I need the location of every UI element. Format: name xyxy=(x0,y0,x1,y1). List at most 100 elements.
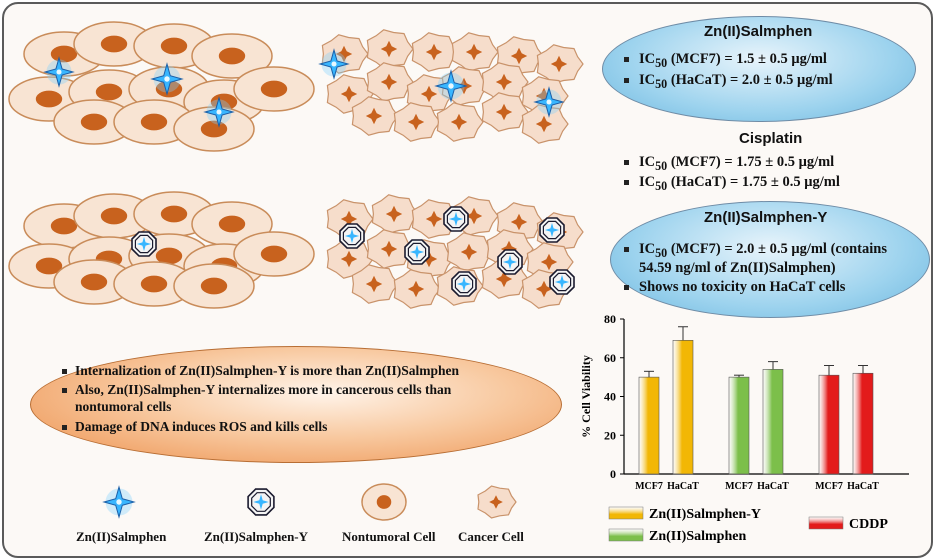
nucleus xyxy=(35,257,63,275)
y-tick-label: 40 xyxy=(604,390,616,404)
bar xyxy=(852,372,874,475)
legend-zn-label: Zn(II)Salmphen xyxy=(76,529,167,544)
cancer-nucleus xyxy=(465,207,483,225)
cancer-nucleus xyxy=(510,47,528,65)
cancer-nucleus xyxy=(407,113,425,131)
x-tick-label: HaCaT xyxy=(847,481,879,492)
nontumoral-cell-legend-icon xyxy=(361,483,407,521)
legend-label: CDDP xyxy=(849,517,888,532)
cisplatin-ic50-hacat: IC50 (HaCaT) = 1.75 ± 0.5 μg/ml xyxy=(624,174,840,194)
zny-ic50-mcf7: IC50 (MCF7) = 2.0 ± 0.5 μg/ml (contains xyxy=(624,241,887,261)
nucleus xyxy=(95,83,123,101)
legend-label: Zn(II)Salmphen-Y xyxy=(649,507,761,522)
nucleus xyxy=(155,247,183,265)
cancer-nucleus xyxy=(500,240,518,258)
legend-zny-label: Zn(II)Salmphen-Y xyxy=(204,529,309,544)
nucleus xyxy=(50,217,78,235)
nucleus xyxy=(260,80,288,98)
legend-cancer-label: Cancer Cell xyxy=(458,529,524,544)
zn-salmphen-ic50-panel xyxy=(602,16,916,122)
nucleus xyxy=(50,45,78,63)
cancer-nucleus xyxy=(420,85,438,103)
legend-swatch xyxy=(608,506,644,520)
cisplatin-ic50-mcf7: IC50 (MCF7) = 1.75 ± 0.5 μg/ml xyxy=(624,154,834,174)
cancer-nucleus xyxy=(340,85,358,103)
y-tick-label: 20 xyxy=(604,428,616,442)
nucleus xyxy=(140,113,168,131)
cancer-nucleus xyxy=(495,103,513,121)
y-axis-label: % Cell Viability xyxy=(579,355,593,438)
zn-salmphen-legend-icon xyxy=(102,485,136,519)
cancer-nucleus xyxy=(385,205,403,223)
cancer-nucleus xyxy=(407,280,425,298)
cancer-nucleus xyxy=(450,113,468,131)
cancer-cells-with-zn xyxy=(318,29,584,144)
nucleus xyxy=(218,47,246,65)
nucleus xyxy=(100,35,128,53)
cancer-nucleus xyxy=(495,73,513,91)
cancer-nucleus xyxy=(465,43,483,61)
nucleus xyxy=(35,90,63,108)
zny-particle xyxy=(497,249,523,275)
summary-bullet-2: Also, Zn(II)Salmphen-Y internalizes more… xyxy=(62,381,451,398)
cancer-nucleus xyxy=(460,243,478,261)
nucleus xyxy=(155,80,183,98)
cancer-cell-legend-icon xyxy=(477,485,517,519)
nucleus xyxy=(200,120,228,138)
bar xyxy=(762,369,784,475)
cancer-nucleus xyxy=(380,73,398,91)
zny-particle xyxy=(404,239,430,265)
cancer-nucleus xyxy=(335,45,353,63)
nucleus xyxy=(218,215,246,233)
x-tick-label: HaCaT xyxy=(757,481,789,492)
summary-bullet-1: Internalization of Zn(II)Salmphen-Y is m… xyxy=(62,362,459,379)
zny-particle xyxy=(339,223,365,249)
zny-particle xyxy=(443,206,469,232)
cell-illustrations xyxy=(8,21,584,309)
bar xyxy=(728,376,750,475)
nucleus xyxy=(100,207,128,225)
legend-label: Zn(II)Salmphen xyxy=(649,529,746,544)
nontumoral-cells-with-zny xyxy=(8,191,315,309)
x-tick-label: HaCaT xyxy=(667,481,699,492)
nucleus xyxy=(80,113,108,131)
cancer-nucleus xyxy=(540,253,558,271)
bar xyxy=(672,340,694,475)
nucleus xyxy=(160,37,188,55)
summary-bullet-3: Damage of DNA induces ROS and kills cell… xyxy=(62,418,327,435)
zn-panel-title: Zn(II)Salmphen xyxy=(704,23,813,40)
summary-panel xyxy=(30,346,562,463)
nucleus xyxy=(260,245,288,263)
cancer-nucleus xyxy=(365,275,383,293)
summary-bullet-2-cont: nontumoral cells xyxy=(75,399,172,414)
zny-ic50-note: 54.59 ng/ml of Zn(II)Salmphen) xyxy=(639,260,836,276)
nucleus xyxy=(140,275,168,293)
cancer-nucleus xyxy=(420,250,438,268)
legend-swatch xyxy=(808,516,844,530)
cancer-nucleus xyxy=(365,107,383,125)
bar xyxy=(818,374,840,475)
zny-particle xyxy=(131,231,157,257)
cancer-nucleus xyxy=(340,250,358,268)
zny-particle xyxy=(451,271,477,297)
nontumoral-cells-with-zn xyxy=(8,21,315,152)
y-tick-label: 80 xyxy=(604,312,616,326)
cancer-nucleus xyxy=(425,43,443,61)
cancer-nucleus xyxy=(535,115,553,133)
cancer-nucleus xyxy=(340,210,358,228)
zn-ic50-mcf7: IC50 (MCF7) = 1.5 ± 0.5 μg/ml xyxy=(624,51,827,71)
zny-ic50-panel xyxy=(610,201,930,318)
zny-particle xyxy=(549,269,575,295)
nucleus xyxy=(160,205,188,223)
x-tick-label: MCF7 xyxy=(725,481,753,492)
nucleus xyxy=(376,495,392,509)
cancer-cells-with-zny xyxy=(326,194,584,309)
x-tick-label: MCF7 xyxy=(635,481,663,492)
cancer-nucleus xyxy=(380,240,398,258)
x-tick-label: MCF7 xyxy=(815,481,843,492)
zny-legend-icon xyxy=(247,488,275,516)
zn-ic50-hacat: IC50 (HaCaT) = 2.0 ± 0.5 μg/ml xyxy=(624,72,833,92)
cancer-nucleus xyxy=(489,495,503,509)
